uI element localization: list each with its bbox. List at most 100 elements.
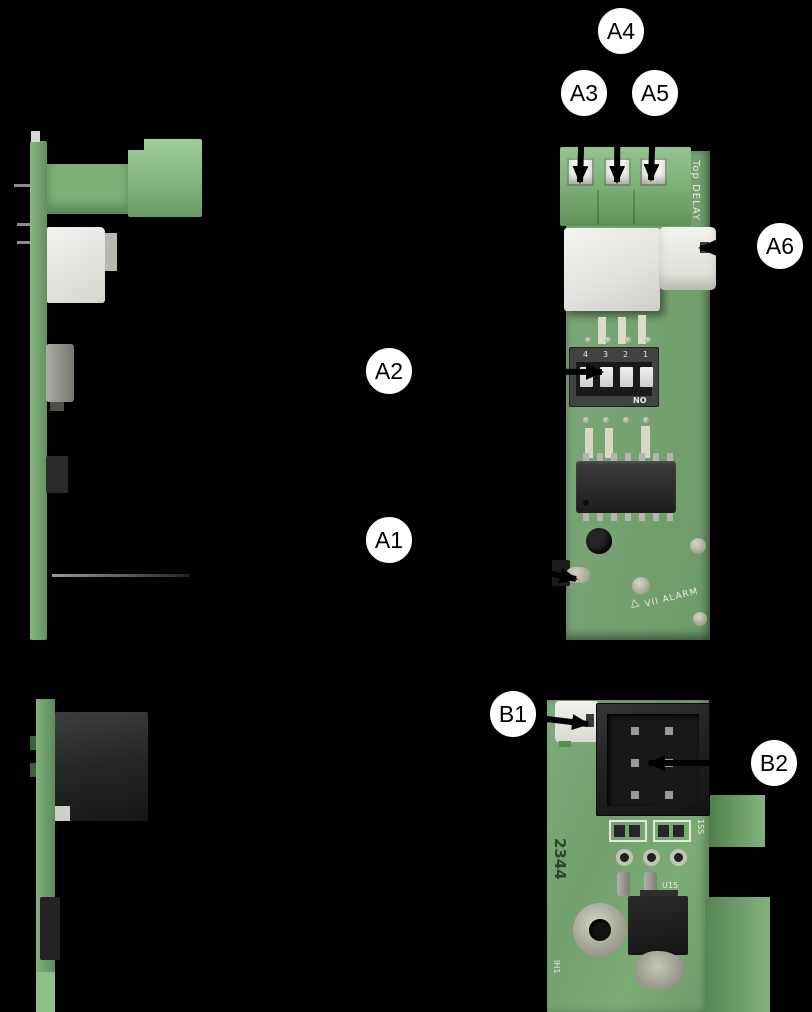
header-pin — [665, 759, 673, 767]
ic-pin — [667, 512, 673, 521]
pin-lead-1 — [14, 184, 30, 187]
callout-a1: A1 — [364, 515, 414, 565]
solder-dot — [643, 417, 649, 423]
pad-dark — [614, 825, 625, 837]
solder-pad — [693, 612, 707, 626]
dark-component-side — [46, 456, 68, 493]
pin-lead-3 — [17, 241, 30, 244]
capacitor-side-foot — [50, 402, 64, 411]
callout-a2: A2 — [364, 346, 414, 396]
dip-number-4: 4 — [583, 350, 589, 359]
ic-pin — [625, 512, 631, 521]
pcb-b-tab-2 — [705, 897, 770, 1012]
smd-capacitor-1 — [617, 872, 630, 896]
ic-pin — [667, 453, 673, 462]
ic-pin — [639, 512, 645, 521]
solder-dot — [623, 417, 629, 423]
ic-pin — [583, 512, 589, 521]
silkscreen-ih1: IH1 — [552, 960, 561, 974]
callout-a4: A4 — [596, 6, 646, 56]
transistor-tab — [640, 890, 678, 898]
silkscreen-box-2 — [653, 820, 691, 842]
board-a-front-view: Top DELAY 4 3 2 1 NO — [552, 147, 716, 640]
pad-dark — [658, 825, 669, 837]
pcb-a-side-edge — [30, 141, 47, 640]
ic-pin — [625, 453, 631, 462]
ic-pin1-dimple — [583, 500, 589, 506]
solder-dot — [585, 337, 591, 343]
pcb-a-side-top-nub — [31, 131, 40, 142]
silkscreen-u15: U15 — [662, 881, 679, 890]
ic-pin — [611, 453, 617, 462]
pcb-b-side-bright — [36, 972, 55, 1012]
dip-switch-lever-2 — [620, 367, 633, 387]
black-connector-side-lip — [55, 806, 70, 821]
header-pin — [665, 727, 673, 735]
callout-a3: A3 — [559, 68, 609, 118]
pad-dark — [629, 825, 640, 837]
jumper-1 — [598, 317, 606, 344]
ic-chip — [576, 461, 676, 513]
black-connector-side — [55, 712, 148, 821]
ic-pin — [597, 512, 603, 521]
solder-dot — [603, 417, 609, 423]
silkscreen-box-1 — [609, 820, 647, 842]
relay-side — [47, 227, 105, 303]
round-capacitor — [586, 528, 612, 554]
dip-number-1: 1 — [643, 350, 649, 359]
callout-a6-label: A6 — [765, 232, 795, 259]
callout-b1: B1 — [488, 689, 538, 739]
silkscreen-top-delay: Top DELAY — [690, 160, 701, 222]
ic-pin — [653, 512, 659, 521]
relay-side-tab — [105, 233, 117, 271]
dip-on-label: NO — [633, 396, 647, 405]
marker-2344: 2344 — [551, 838, 569, 880]
header-pin — [631, 759, 639, 767]
a6-connector — [659, 227, 716, 290]
jumper-4 — [585, 428, 593, 458]
header-pin — [631, 727, 639, 735]
solder-pad — [690, 538, 706, 554]
pcb-b-tab-1 — [709, 795, 765, 847]
dark-component-b-side — [40, 897, 60, 960]
capacitor-side — [46, 344, 74, 402]
header-pin — [631, 791, 639, 799]
ic-pin — [639, 453, 645, 462]
callout-a3-label: A3 — [569, 79, 599, 106]
ic-pin — [597, 453, 603, 462]
board-a-side-view — [0, 0, 300, 660]
mounting-hole — [589, 919, 611, 941]
terminal-connector-side-block — [128, 139, 202, 217]
plated-hole — [643, 849, 660, 866]
callout-b2: B2 — [749, 738, 799, 788]
solder-dot — [625, 337, 631, 343]
jumper-5 — [605, 428, 613, 458]
header-pin — [665, 791, 673, 799]
callout-a5-label: A5 — [640, 79, 670, 106]
board-b-side-view — [0, 660, 300, 1012]
jumper-2 — [618, 317, 626, 344]
callout-a5: A5 — [630, 68, 680, 118]
terminal-connector-side-arm — [47, 164, 129, 214]
terminal-seam-1 — [597, 190, 599, 224]
dip-number-2: 2 — [623, 350, 629, 359]
plated-hole — [616, 849, 633, 866]
pin-lead-2 — [17, 223, 30, 226]
relay-front — [564, 228, 660, 311]
terminal-connector-side-notch — [128, 139, 144, 150]
ic-pin — [653, 453, 659, 462]
solder-dot — [645, 337, 651, 343]
terminal-seam-2 — [633, 190, 635, 224]
ic-pin — [583, 453, 589, 462]
pcb-b-side-notch-2 — [30, 763, 36, 777]
solder-blob — [635, 951, 685, 989]
callout-a6: A6 — [755, 221, 805, 271]
callout-b1-label: B1 — [498, 700, 528, 727]
solder-dot — [583, 417, 589, 423]
callout-a2-label: A2 — [374, 357, 404, 384]
pad-dark — [673, 825, 684, 837]
transistor — [628, 896, 688, 955]
b2-header-recess — [607, 714, 699, 806]
jumper-3 — [638, 315, 646, 344]
